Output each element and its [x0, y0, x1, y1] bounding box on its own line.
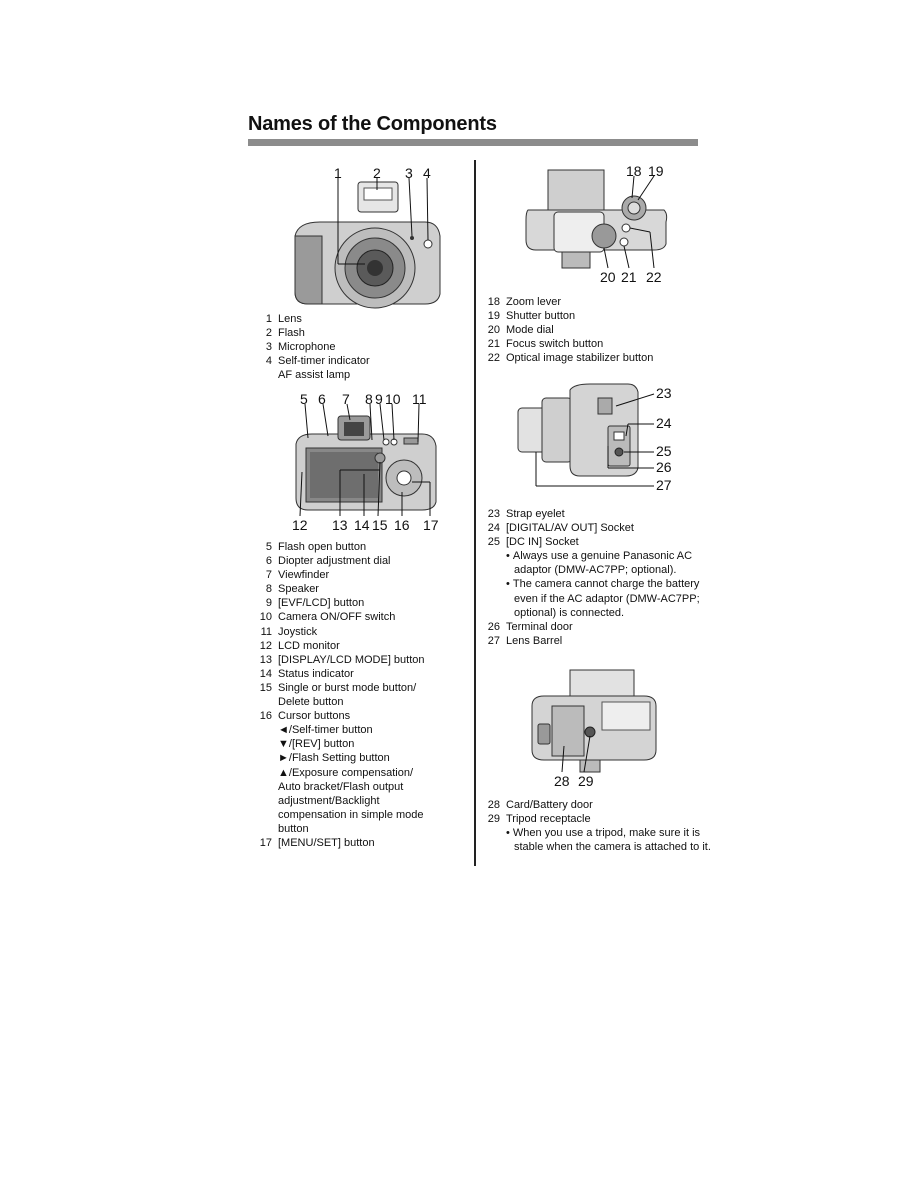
note-bullet: • The camera cannot charge the battery e… [506, 578, 700, 619]
list-item: 9[EVF/LCD] button [265, 597, 365, 610]
callout-23: 23 [656, 385, 672, 401]
list-item: 13[DISPLAY/LCD MODE] button [259, 653, 425, 666]
callout-18: 18 [626, 163, 642, 179]
callout-10: 10 [385, 392, 401, 407]
callout-24: 24 [656, 415, 672, 431]
callout-16: 16 [394, 517, 410, 533]
callout-5: 5 [300, 392, 308, 407]
note-bullet: • Always use a genuine Panasonic AC adap… [506, 550, 693, 577]
callout-11: 11 [412, 392, 427, 407]
list-item: 17[MENU/SET] button [259, 836, 375, 849]
figure-camera-back: 5 6 7 8 9 10 11 12 13 14 15 16 17 [288, 392, 448, 538]
callout-21: 21 [621, 269, 637, 285]
callout-14: 14 [354, 517, 370, 533]
callout-25: 25 [656, 443, 672, 459]
callout-2: 2 [373, 165, 381, 181]
column-divider [474, 160, 476, 866]
list-item: 25[DC IN] Socket • Always use a genuine … [480, 535, 726, 620]
callout-26: 26 [656, 459, 672, 475]
list-item: 24[DIGITAL/AV OUT] Socket [487, 522, 634, 535]
title-rule [248, 139, 698, 146]
callout-15: 15 [372, 517, 388, 533]
callout-9: 9 [375, 392, 383, 407]
callout-20: 20 [600, 269, 616, 285]
callout-27: 27 [656, 477, 672, 493]
page-title: Names of the Components [248, 113, 497, 135]
callout-13: 13 [332, 517, 348, 533]
callout-28: 28 [554, 773, 570, 788]
callout-17: 17 [423, 517, 439, 533]
callout-29: 29 [578, 773, 594, 788]
callout-22: 22 [646, 269, 662, 285]
callout-1: 1 [334, 165, 342, 181]
callout-8: 8 [365, 392, 373, 407]
figure-camera-front: 1 2 3 4 [280, 164, 450, 314]
callout-4: 4 [423, 165, 431, 181]
note-bullet: • When you use a tripod, make sure it is… [506, 827, 711, 854]
figure-camera-bottom: 28 29 [522, 666, 662, 788]
callout-6: 6 [318, 392, 326, 407]
callout-7: 7 [342, 392, 350, 407]
figure-camera-side: 23 24 25 26 27 [510, 376, 680, 498]
figure-camera-top: 18 19 20 21 22 [516, 160, 676, 286]
callout-3: 3 [405, 165, 413, 181]
callout-12: 12 [292, 517, 308, 533]
callout-19: 19 [648, 163, 664, 179]
